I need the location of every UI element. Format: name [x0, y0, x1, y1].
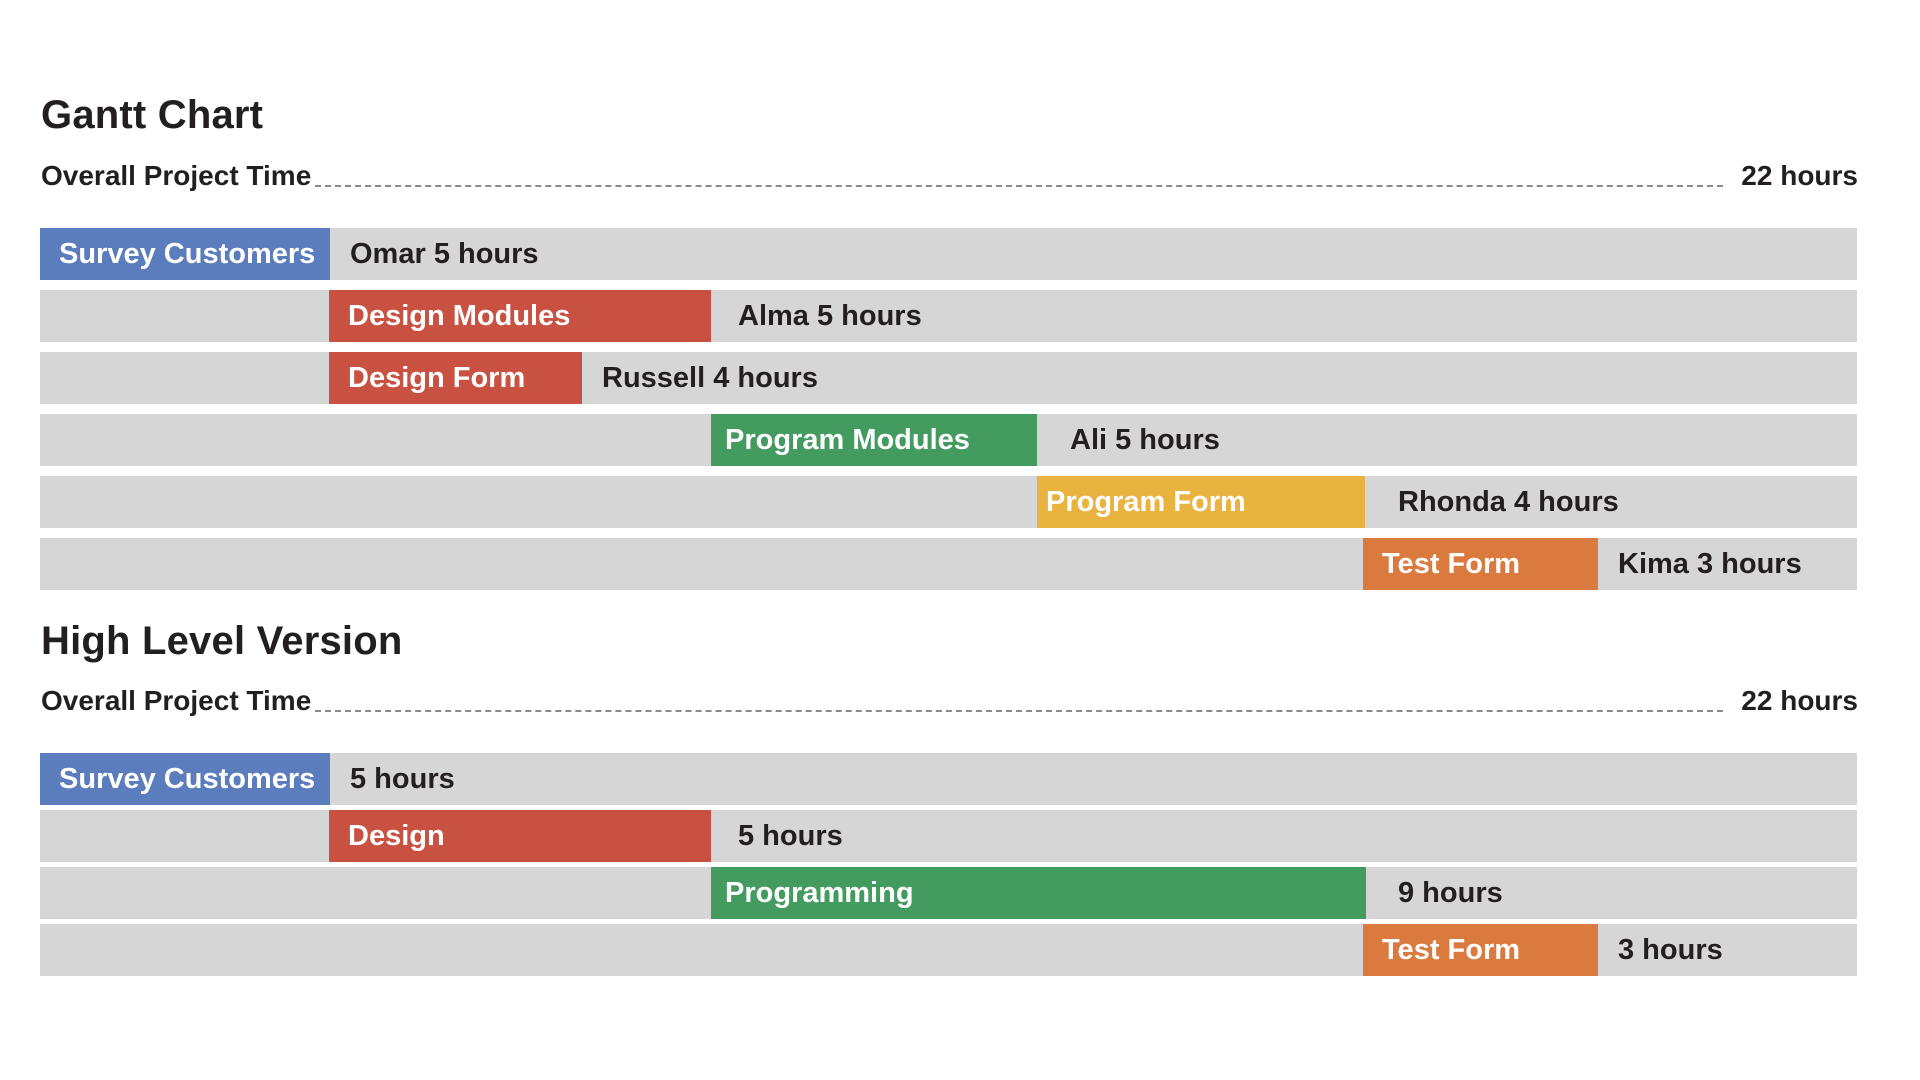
dashed-leader-line — [315, 185, 1724, 187]
gantt-row-test-form: Test Form Kima 3 hours — [40, 538, 1857, 590]
gantt-row-survey-customers: Survey Customers Omar 5 hours — [40, 228, 1857, 280]
dashed-leader-line — [315, 710, 1724, 712]
task-bar-survey-customers: Survey Customers — [40, 228, 330, 280]
overall-project-time-label: Overall Project Time — [41, 685, 312, 716]
task-note-programming: 9 hours — [1398, 876, 1503, 909]
gantt-row-design-form: Design Form Russell 4 hours — [40, 352, 1857, 404]
task-bar-test-form: Test Form — [1363, 924, 1598, 976]
task-note-test-form: Kima 3 hours — [1618, 547, 1802, 580]
task-note-program-form: Rhonda 4 hours — [1398, 485, 1619, 518]
hl-row-survey-customers: Survey Customers 5 hours — [40, 753, 1857, 805]
hl-row-design: Design 5 hours — [40, 810, 1857, 862]
gantt-chart-title: Gantt Chart — [41, 93, 264, 137]
high-level-overall-project-time: Overall Project Time 22 hours — [41, 683, 1858, 715]
task-bar-design-modules: Design Modules — [329, 290, 711, 342]
overall-project-time-value: 22 hours — [1741, 685, 1858, 716]
task-note-test-form: 3 hours — [1618, 933, 1723, 966]
task-note-survey-customers: Omar 5 hours — [350, 237, 539, 270]
gantt-row-design-modules: Design Modules Alma 5 hours — [40, 290, 1857, 342]
task-note-design-form: Russell 4 hours — [602, 361, 818, 394]
task-bar-design: Design — [329, 810, 711, 862]
task-note-program-modules: Ali 5 hours — [1070, 423, 1220, 456]
gantt-overall-project-time: Overall Project Time 22 hours — [41, 158, 1858, 190]
hl-row-programming: Programming 9 hours — [40, 867, 1857, 919]
task-bar-program-form: Program Form — [1037, 476, 1365, 528]
task-bar-design-form: Design Form — [329, 352, 582, 404]
task-note-design: 5 hours — [738, 819, 843, 852]
gantt-row-program-form: Program Form Rhonda 4 hours — [40, 476, 1857, 528]
overall-project-time-label: Overall Project Time — [41, 160, 312, 191]
task-bar-test-form: Test Form — [1363, 538, 1598, 590]
task-bar-programming: Programming — [711, 867, 1366, 919]
task-note-survey-customers: 5 hours — [350, 762, 455, 795]
task-bar-program-modules: Program Modules — [711, 414, 1037, 466]
gantt-row-program-modules: Program Modules Ali 5 hours — [40, 414, 1857, 466]
task-note-design-modules: Alma 5 hours — [738, 299, 922, 332]
high-level-version-title: High Level Version — [41, 619, 403, 663]
hl-row-test-form: Test Form 3 hours — [40, 924, 1857, 976]
overall-project-time-value: 22 hours — [1741, 160, 1858, 191]
task-bar-survey-customers: Survey Customers — [40, 753, 330, 805]
